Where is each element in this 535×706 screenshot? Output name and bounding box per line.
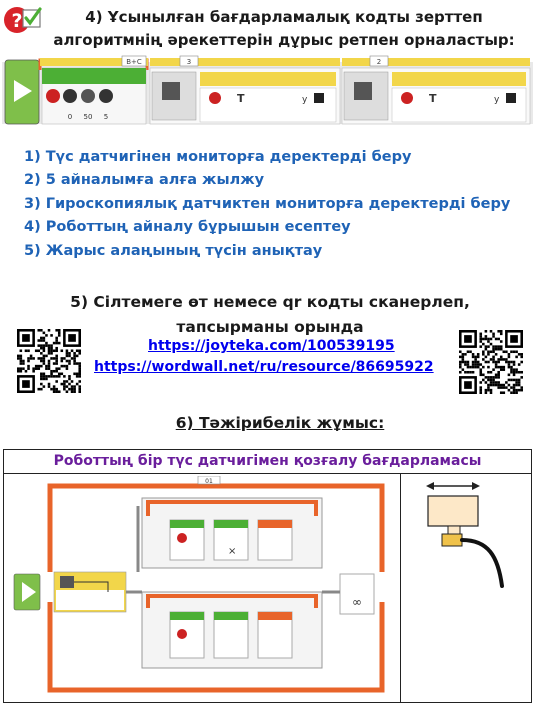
loop-block-1: B+C 0 50 5 <box>38 55 149 125</box>
svg-text:y: y <box>302 95 308 105</box>
help-question-icon: ? <box>4 7 42 33</box>
switch-case-lower <box>141 591 323 669</box>
sensor-cable <box>460 538 504 588</box>
algorithm-step-list: 1) Түс датчигінен мониторға деректерді б… <box>24 146 510 263</box>
ev3-program-strip: B+C 0 50 5 3 T y 2 T y <box>2 55 533 125</box>
robot-body <box>427 495 479 527</box>
ev3-switch-program: 01 × ∞ <box>13 476 385 693</box>
algorithm-step: 4) Роботтың айналу бұрышын есептеу <box>24 219 351 236</box>
qr-code-icon[interactable] <box>17 329 81 393</box>
task-title: 4) Ұсынылған бағдарламалық кодты зерттеп… <box>53 8 515 49</box>
algorithm-step: 5) Жарыс алаңының түсін анықтау <box>24 242 323 259</box>
start-block <box>4 59 40 125</box>
robot-sensor-sketch <box>426 482 504 588</box>
svg-text:?: ? <box>11 10 22 32</box>
wordwall-link[interactable]: https://wordwall.net/ru/resource/8669592… <box>94 359 434 375</box>
algorithm-step: 2) 5 айналымға алға жылжу <box>24 172 265 189</box>
color-sensor <box>441 533 463 547</box>
loop-1-label: B+C <box>126 58 142 66</box>
table-title: Роботтың бір түс датчигімен қозғалу бағд… <box>3 450 532 474</box>
color-sensor-block <box>53 571 127 613</box>
algorithm-step: 3) Гироскопиялық датчиктен мониторға дер… <box>24 195 511 212</box>
links-heading: 5) Сілтемеге өт немесе qr кодты сканерле… <box>70 293 470 336</box>
svg-text:∞: ∞ <box>352 595 362 609</box>
svg-text:×: × <box>228 546 236 557</box>
motor-value-2: 50 <box>84 113 93 121</box>
switch-case-upper: × <box>136 497 323 572</box>
practice-heading: 6) Тәжірибелік жұмыс: <box>175 414 385 432</box>
loop-block-2: 3 T y <box>149 55 341 125</box>
loop-block-3: 2 T y <box>341 55 531 125</box>
loop-end-block <box>339 573 375 615</box>
svg-text:T: T <box>429 92 437 105</box>
outer-loop-label: 01 <box>205 478 213 485</box>
joyteka-link[interactable]: https://joyteka.com/100539195 <box>148 338 395 354</box>
motor-value-1: 0 <box>68 113 72 121</box>
practice-table <box>3 449 532 703</box>
qr-code-icon[interactable] <box>459 330 523 394</box>
algorithm-step: 1) Түс датчигінен мониторға деректерді б… <box>24 149 412 165</box>
svg-text:y: y <box>494 95 500 105</box>
loop-2-label: 3 <box>187 58 191 66</box>
svg-text:T: T <box>237 92 245 105</box>
outer-loop-block: 01 <box>47 476 385 693</box>
table-column-divider <box>400 474 401 702</box>
loop-3-label: 2 <box>377 58 381 66</box>
motor-value-3: 5 <box>104 113 108 121</box>
